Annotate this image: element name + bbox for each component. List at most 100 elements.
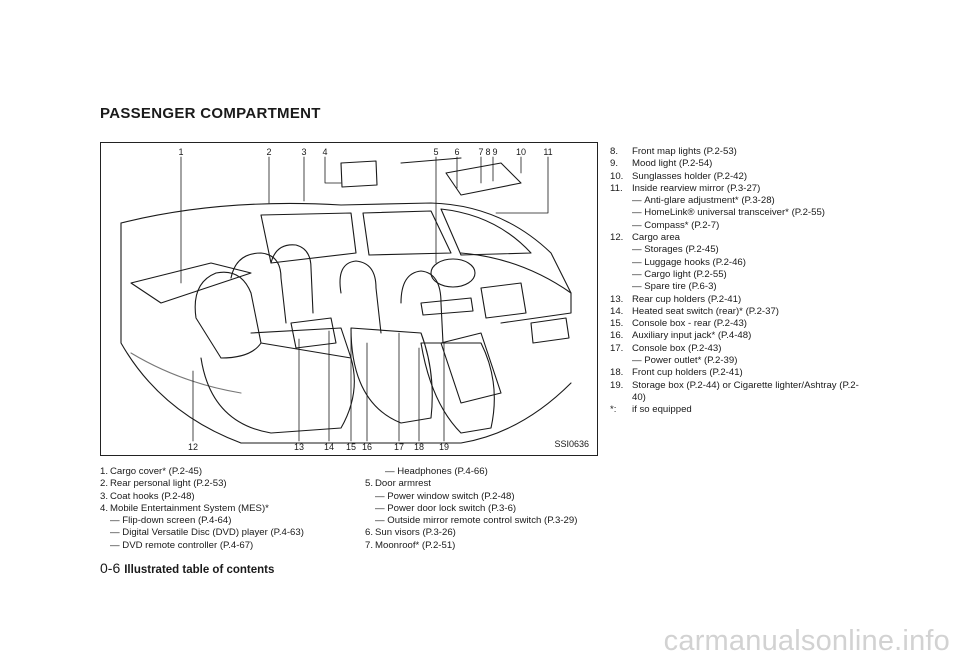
callout-12: 12 xyxy=(187,442,199,452)
callout-7: 7 xyxy=(478,147,484,157)
list-item: 8. Front map lights (P.2-53) xyxy=(610,146,870,158)
list-item: 12. Cargo areaStorages (P.2-45)Luggage ho… xyxy=(610,232,870,293)
callout-2: 2 xyxy=(266,147,272,157)
sub-item: Flip-down screen (P.4-64) xyxy=(100,515,335,527)
item-text: Rear cup holders (P.2-41) xyxy=(632,293,742,305)
figure-code: SSI0636 xyxy=(554,439,589,449)
item-number: 10. xyxy=(610,170,624,182)
list-item: 17.Console box (P.2-43)Power outlet* (P.… xyxy=(610,343,870,368)
item-text: Auxiliary input jack* (P.4-48) xyxy=(632,330,752,342)
list-item: 15. Console box - rear (P.2-43) xyxy=(610,318,870,330)
item-text: Console box - rear (P.2-43) xyxy=(632,318,748,330)
item-number: 15. xyxy=(610,318,624,330)
page-number: 0-6 xyxy=(100,560,121,576)
callout-3: 3 xyxy=(301,147,307,157)
sub-item: Compass* (P.2-7) xyxy=(622,220,870,232)
list-middle: Headphones (P.4-66)5.Door armrestPower w… xyxy=(365,466,600,552)
list-item: 3.Coat hooks (P.2-48) xyxy=(100,491,335,503)
sub-item: Spare tire (P.6-3) xyxy=(622,281,870,293)
callout-11: 11 xyxy=(543,147,553,157)
item-number: 12. xyxy=(610,232,624,244)
item-number: 5. xyxy=(365,478,374,490)
item-text: Storage box (P.2-44) or Cigarette lighte… xyxy=(632,379,859,403)
list-item: Headphones (P.4-66) xyxy=(365,466,600,478)
list-item: 13. Rear cup holders (P.2-41) xyxy=(610,294,870,306)
item-text: Mood light (P.2-54) xyxy=(632,158,713,170)
list-item: 7.Moonroof* (P.2-51) xyxy=(365,540,600,552)
item-number: 1. xyxy=(100,466,109,477)
sub-item: Digital Versatile Disc (DVD) player (P.4… xyxy=(100,527,335,539)
item-number: 18. xyxy=(610,367,624,379)
item-number: 14. xyxy=(610,305,624,317)
list-item: *: if so equipped xyxy=(610,404,870,416)
interior-illustration: 1 2 3 4 5 6 7 8 9 10 11 12 13 14 15 16 1… xyxy=(100,142,598,456)
callout-14: 14 xyxy=(323,442,335,452)
sub-item: Cargo light (P.2-55) xyxy=(622,269,870,281)
item-number: 16. xyxy=(610,330,624,342)
item-number: 19. xyxy=(610,379,624,391)
list-item: 9. Mood light (P.2-54) xyxy=(610,158,870,170)
sub-item: Headphones (P.4-66) xyxy=(375,466,600,478)
sub-item: Power door lock switch (P.3-6) xyxy=(365,503,600,515)
item-text: Console box (P.2-43) xyxy=(632,342,722,354)
sub-item: Power window switch (P.2-48) xyxy=(365,491,600,503)
sub-item: Storages (P.2-45) xyxy=(622,244,870,256)
list-item: 14.Heated seat switch (rear)* (P.2-37) xyxy=(610,306,870,318)
item-text: Front cup holders (P.2-41) xyxy=(632,367,743,379)
item-text: Sun visors (P.3-26) xyxy=(375,527,456,539)
item-text: Moonroof* (P.2-51) xyxy=(375,539,456,551)
callout-19: 19 xyxy=(438,442,450,452)
callout-18: 18 xyxy=(413,442,425,452)
item-number: 11. xyxy=(610,182,623,194)
watermark: carmanualsonline.info xyxy=(663,625,950,657)
item-text: Inside rearview mirror (P.3-27) xyxy=(632,182,761,194)
item-number: 8. xyxy=(610,146,619,157)
list-item: 4.Mobile Entertainment System (MES)*Flip… xyxy=(100,503,335,552)
callout-13: 13 xyxy=(293,442,305,452)
item-text: Sunglasses holder (P.2-42) xyxy=(632,170,748,182)
list-item: 18. Front cup holders (P.2-41) xyxy=(610,367,870,379)
callout-6: 6 xyxy=(454,147,460,157)
item-text: Cargo area xyxy=(632,232,680,244)
callout-16: 16 xyxy=(361,442,373,452)
callout-17: 17 xyxy=(393,442,405,452)
item-text: Mobile Entertainment System (MES)* xyxy=(110,502,269,514)
item-number: *: xyxy=(610,404,617,416)
interior-drawing xyxy=(120,156,572,444)
sub-item: Outside mirror remote control switch (P.… xyxy=(365,515,600,527)
list-item: 6.Sun visors (P.3-26) xyxy=(365,527,600,539)
item-number: 17. xyxy=(610,342,624,354)
sub-item: Luggage hooks (P.2-46) xyxy=(622,257,870,269)
item-text: Cargo cover* (P.2-45) xyxy=(110,466,203,477)
sub-item: Anti-glare adjustment* (P.3-28) xyxy=(622,195,870,207)
item-number: 2. xyxy=(100,478,109,490)
list-left: 1.Cargo cover* (P.2-45)2.Rear personal l… xyxy=(100,466,335,552)
footer-label: Illustrated table of contents xyxy=(124,564,275,576)
item-number: 7. xyxy=(365,539,374,551)
callout-9: 9 xyxy=(492,147,498,157)
list-item: 2.Rear personal light (P.2-53) xyxy=(100,478,335,490)
item-text: Front map lights (P.2-53) xyxy=(632,146,737,157)
list-item: 11. Inside rearview mirror (P.3-27)Anti-g… xyxy=(610,183,870,232)
callout-10: 10 xyxy=(515,147,527,157)
list-item: 10. Sunglasses holder (P.2-42) xyxy=(610,171,870,183)
item-number: 3. xyxy=(100,490,109,502)
list-item: 5.Door armrestPower window switch (P.2-4… xyxy=(365,478,600,527)
item-text: Coat hooks (P.2-48) xyxy=(110,490,195,502)
item-number: 4. xyxy=(100,502,109,514)
callout-5: 5 xyxy=(433,147,439,157)
callout-1: 1 xyxy=(178,147,184,157)
list-item: 19. Storage box (P.2-44) or Cigarette lig… xyxy=(610,380,870,405)
sub-item: HomeLink® universal transceiver* (P.2-55… xyxy=(622,207,870,219)
list-item: 16. Auxiliary input jack* (P.4-48) xyxy=(610,330,870,342)
item-text: Door armrest xyxy=(375,478,431,490)
item-text: Rear personal light (P.2-53) xyxy=(110,478,227,490)
item-text: if so equipped xyxy=(632,404,692,416)
list-right: 8. Front map lights (P.2-53) 9. Mood light … xyxy=(610,146,870,417)
callout-4: 4 xyxy=(322,147,328,157)
item-number: 9. xyxy=(610,158,619,170)
item-number: 6. xyxy=(365,527,374,539)
item-number: 13. xyxy=(610,293,624,305)
section-title: PASSENGER COMPARTMENT xyxy=(100,105,321,122)
